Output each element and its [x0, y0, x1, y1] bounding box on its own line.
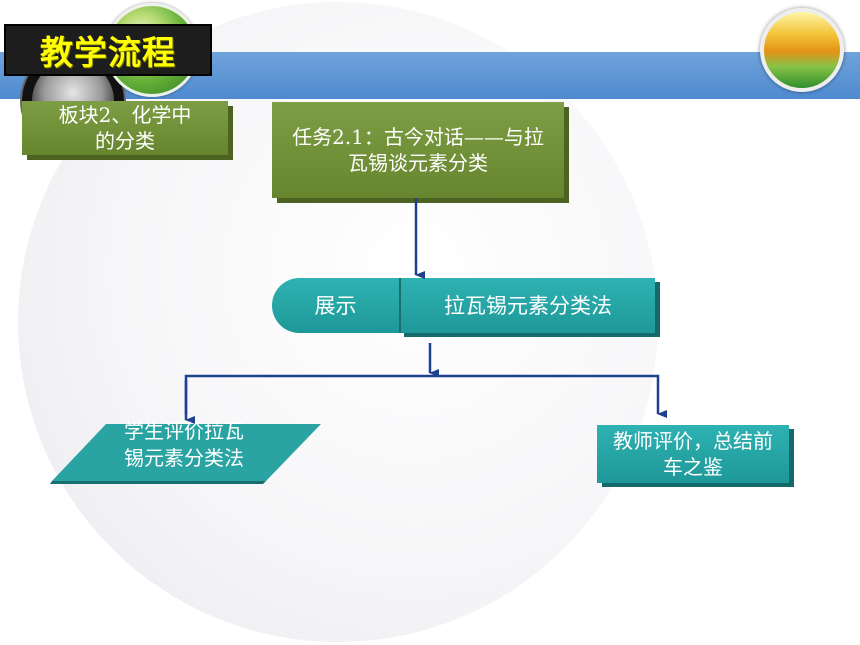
node-method[interactable]: 拉瓦锡元素分类法 [399, 278, 655, 333]
flower-photo [760, 8, 844, 92]
page-title: 教学流程 [40, 33, 176, 72]
node-task[interactable]: 任务2.1：古今对话——与拉瓦锡谈元素分类 [272, 102, 564, 198]
node-student-shape[interactable] [52, 424, 321, 481]
node-teacher-label: 教师评价，总结前车之鉴 [613, 429, 773, 479]
node-block-section[interactable]: 板块2、化学中的分类 [22, 101, 228, 155]
node-task-label: 任务2.1：古今对话——与拉瓦锡谈元素分类 [292, 125, 544, 175]
node-show-label: 展示 [314, 293, 357, 318]
node-show[interactable]: 展示 [272, 278, 399, 333]
branch-line [184, 374, 667, 418]
node-block-label: 板块2、化学中的分类 [58, 103, 192, 153]
node-student-label: 学生评价拉瓦锡元素分类法 [124, 419, 244, 470]
node-method-label: 拉瓦锡元素分类法 [444, 293, 612, 318]
node-teacher[interactable]: 教师评价，总结前车之鉴 [597, 425, 789, 483]
title-box: 教学流程 [4, 24, 212, 76]
